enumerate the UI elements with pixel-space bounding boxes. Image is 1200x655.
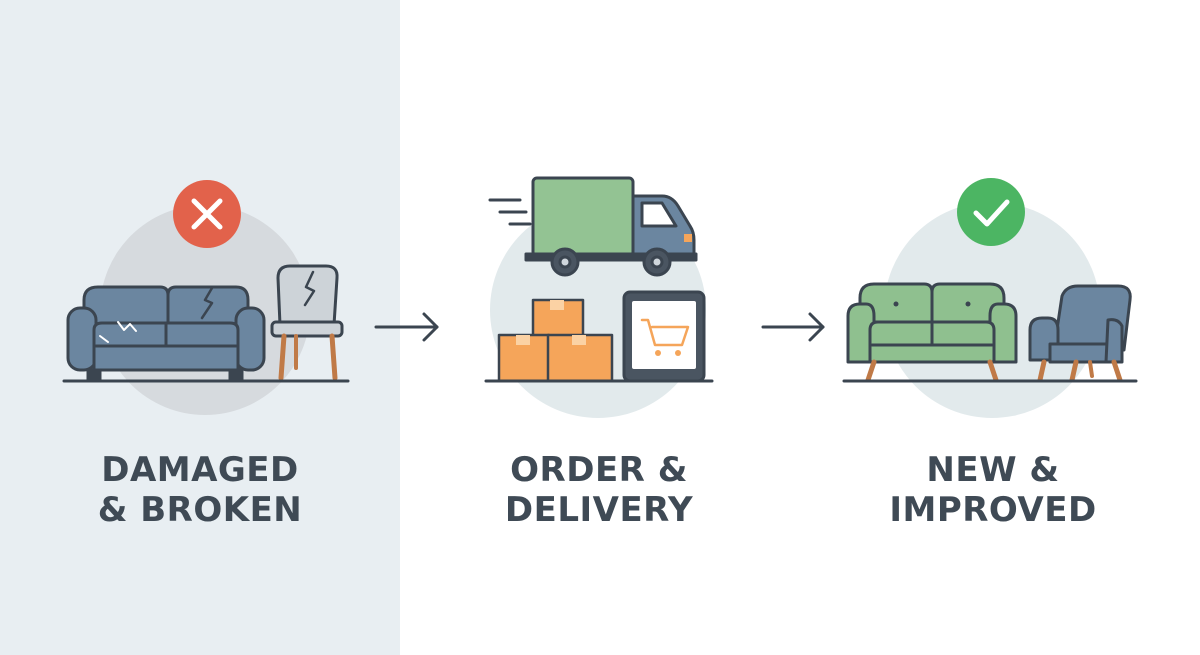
broken-chair-icon	[270, 264, 344, 381]
step-label-line: DELIVERY	[504, 490, 694, 530]
step-label-line: ORDER &	[510, 450, 688, 490]
new-armchair-icon	[1028, 284, 1132, 383]
arrow-right-icon	[374, 312, 439, 342]
check-icon	[957, 178, 1025, 246]
broken-sofa-icon	[66, 285, 266, 382]
step-label-line: & BROKEN	[97, 490, 303, 530]
x-icon	[173, 180, 241, 248]
step-label-line: NEW &	[926, 450, 1060, 490]
step-label-delivery: ORDER & DELIVERY	[434, 450, 764, 530]
shopping-cart-tablet-icon	[622, 290, 706, 383]
new-sofa-icon	[846, 282, 1018, 383]
arrow-right-icon	[761, 312, 825, 342]
step-label-line: IMPROVED	[889, 490, 1097, 530]
step-label-line: DAMAGED	[101, 450, 299, 490]
step-label-improved: NEW & IMPROVED	[828, 450, 1158, 530]
step-label-damaged: DAMAGED & BROKEN	[35, 450, 365, 530]
delivery-truck-icon	[488, 176, 698, 277]
